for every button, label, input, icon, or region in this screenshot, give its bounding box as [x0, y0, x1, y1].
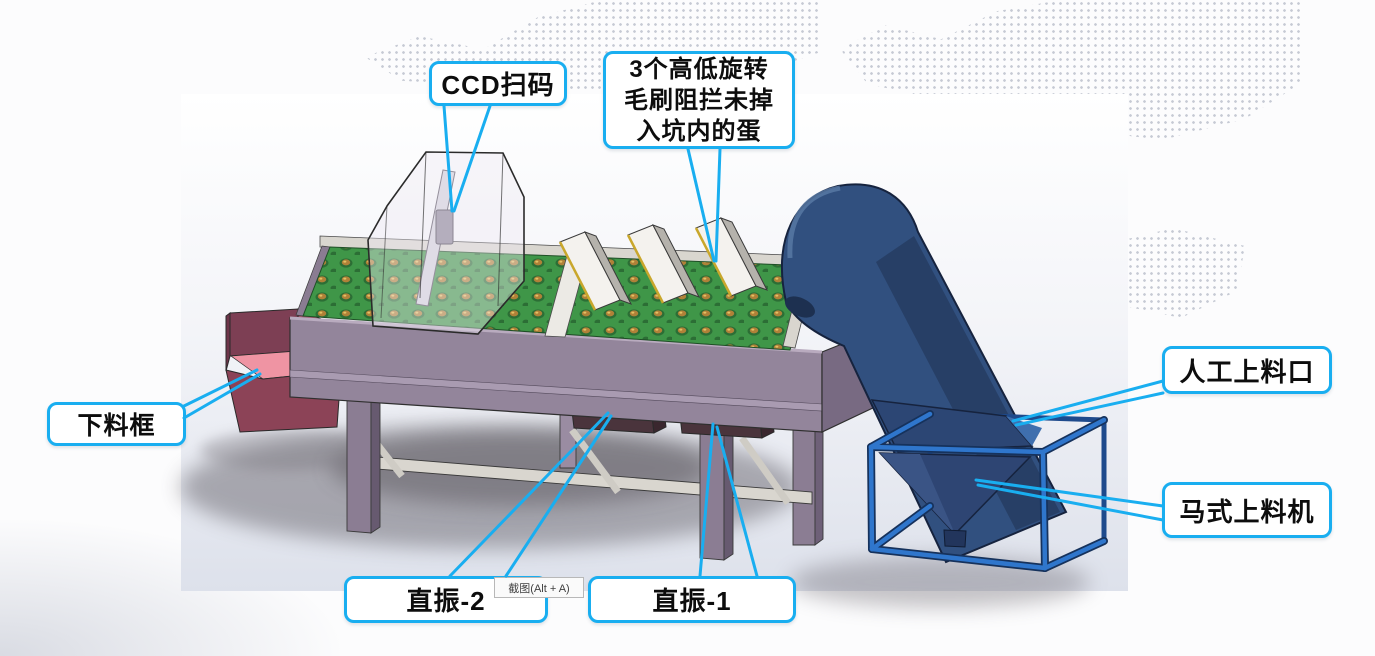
- callout-vibrator-2-label: 直振-2: [406, 586, 486, 616]
- callout-ccd-scanner: CCD扫码: [429, 61, 567, 106]
- callout-vibrator-1-label: 直振-1: [652, 586, 732, 616]
- conveyor-table-body: [289, 316, 878, 433]
- callout-discharge-box-label: 下料框: [77, 412, 156, 440]
- screenshot-hotkey-tooltip: 截图(Alt + A): [494, 577, 584, 598]
- screenshot-hotkey-label: 截图(Alt + A): [508, 582, 570, 595]
- callout-brushes-line1: 3个高低旋转: [629, 55, 769, 83]
- callout-ccd-label: CCD扫码: [441, 70, 555, 100]
- callout-horse-feeder: 马式上料机: [1162, 482, 1332, 538]
- callout-brushes-line3: 入坑内的蛋: [636, 117, 762, 145]
- callout-vibrator-1: 直振-1: [588, 576, 796, 623]
- hopper-frame: [867, 410, 1108, 572]
- callout-brushes-line2: 毛刷阻拦未掉: [624, 86, 774, 114]
- callout-manual-feed-label: 人工上料口: [1179, 356, 1315, 387]
- callout-horse-feeder-label: 马式上料机: [1179, 496, 1315, 527]
- transparent-ccd-cover: [367, 151, 525, 335]
- callout-vibrator-2: 直振-2: [344, 576, 548, 623]
- callout-discharge-box: 下料框: [47, 402, 186, 446]
- callout-brushes: 3个高低旋转 毛刷阻拦未掉 入坑内的蛋: [603, 51, 795, 149]
- callout-manual-feed-port: 人工上料口: [1162, 346, 1332, 394]
